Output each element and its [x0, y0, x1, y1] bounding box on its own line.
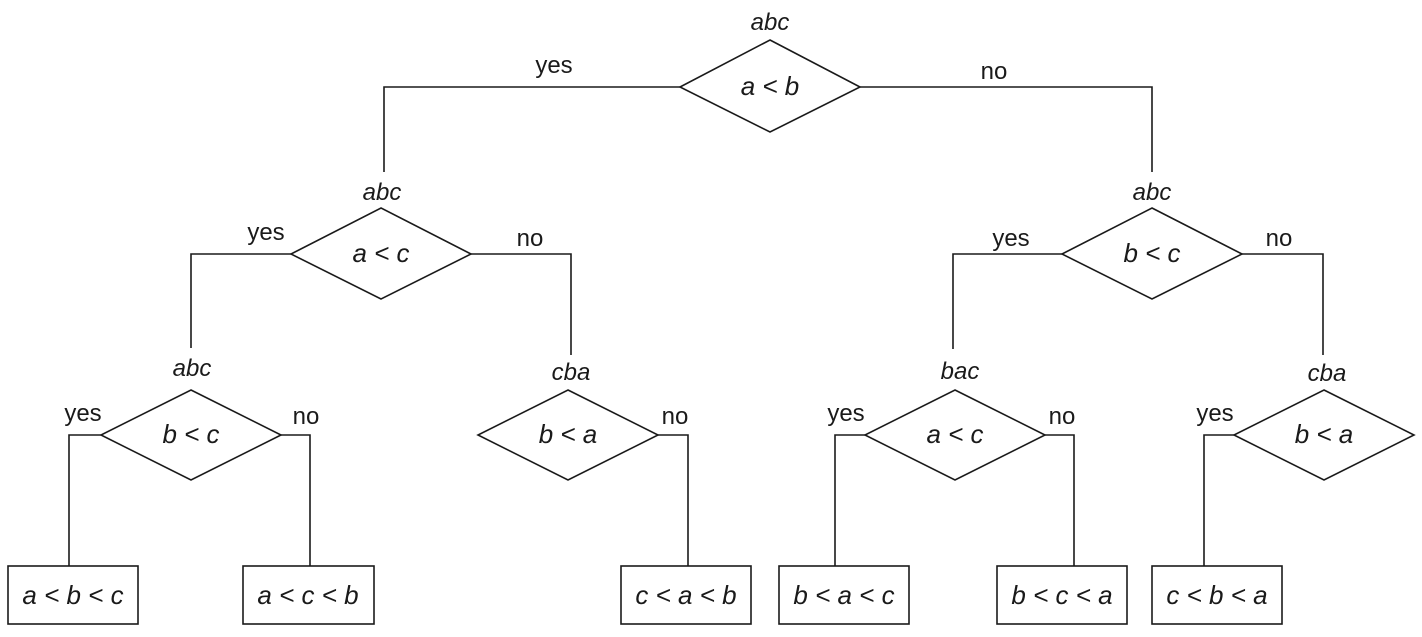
node-lr: cba b < a no: [476, 359, 689, 481]
no-label: no: [981, 58, 1008, 85]
node-test: a < b: [741, 71, 800, 101]
tree-edges: [68, 86, 1324, 566]
leaf-rect: [996, 565, 1128, 625]
node-state: abc: [363, 179, 402, 206]
node-state: abc: [1133, 179, 1172, 206]
node-state: abc: [751, 9, 790, 36]
node-left: abc a < c yes no: [247, 179, 544, 300]
leaf-nodes: a < b < c a < c < b c < a < b b < a < c …: [7, 565, 1283, 625]
node-rr: cba b < a yes: [1196, 360, 1416, 481]
yes-label: yes: [1196, 400, 1233, 427]
no-label: no: [517, 225, 544, 252]
no-label: no: [293, 403, 320, 430]
node-test: b < a: [539, 419, 598, 449]
node-test: b < c: [1123, 238, 1180, 268]
leaf-rect: [1151, 565, 1283, 625]
leaf-rect: [778, 565, 910, 625]
leaf-label: b < a < c: [793, 580, 894, 610]
yes-label: yes: [247, 219, 284, 246]
leaf-label: b < c < a: [1011, 580, 1112, 610]
edge-left-yes: [190, 253, 291, 348]
edge-right-yes: [952, 253, 1062, 349]
edge-lr-no: [658, 434, 689, 566]
node-right: abc b < c yes no: [992, 179, 1293, 300]
edge-left-no: [471, 253, 572, 355]
node-test: a < c: [352, 238, 409, 268]
yes-label: yes: [827, 400, 864, 427]
edge-rl-no: [1045, 434, 1075, 566]
leaf-rect: [7, 565, 139, 625]
leaf-rect: [620, 565, 752, 625]
yes-label: yes: [535, 52, 572, 79]
node-test: a < c: [926, 419, 983, 449]
decision-diamond: [476, 389, 660, 481]
leaf-box: c < b < a: [1151, 565, 1283, 625]
decision-diamond: [863, 389, 1047, 481]
leaf-box: a < b < c: [7, 565, 139, 625]
no-label: no: [1266, 225, 1293, 252]
no-label: no: [1049, 403, 1076, 430]
node-test: b < c: [162, 419, 219, 449]
node-state: cba: [1308, 360, 1347, 387]
leaf-label: c < a < b: [635, 580, 736, 610]
edge-ll-yes: [68, 434, 101, 566]
leaf-label: a < c < b: [257, 580, 358, 610]
node-state: abc: [173, 355, 212, 382]
node-state: cba: [552, 359, 591, 386]
decision-diamond: [99, 389, 283, 481]
edge-root-no: [860, 86, 1153, 172]
leaf-box: c < a < b: [620, 565, 752, 625]
node-root: abc a < b yes no: [535, 9, 1008, 133]
leaf-rect: [242, 565, 375, 625]
edge-right-no: [1242, 253, 1324, 355]
node-rl: bac a < c yes no: [827, 358, 1076, 481]
decision-diamond: [1232, 389, 1416, 481]
yes-label: yes: [992, 225, 1029, 252]
leaf-label: c < b < a: [1166, 580, 1267, 610]
edge-rl-yes: [834, 434, 865, 566]
edge-ll-no: [281, 434, 311, 566]
node-test: b < a: [1295, 419, 1354, 449]
decision-diamond: [289, 207, 473, 300]
leaf-box: b < a < c: [778, 565, 910, 625]
edge-rr-yes: [1203, 434, 1234, 566]
leaf-label: a < b < c: [22, 580, 123, 610]
decision-diamond: [678, 39, 862, 133]
no-label: no: [662, 403, 689, 430]
node-state: bac: [941, 358, 980, 385]
leaf-box: b < c < a: [996, 565, 1128, 625]
edge-root-yes: [383, 86, 680, 172]
yes-label: yes: [64, 400, 101, 427]
leaf-box: a < c < b: [242, 565, 375, 625]
node-ll: abc b < c yes no: [64, 355, 320, 481]
decision-diamond: [1060, 207, 1244, 300]
